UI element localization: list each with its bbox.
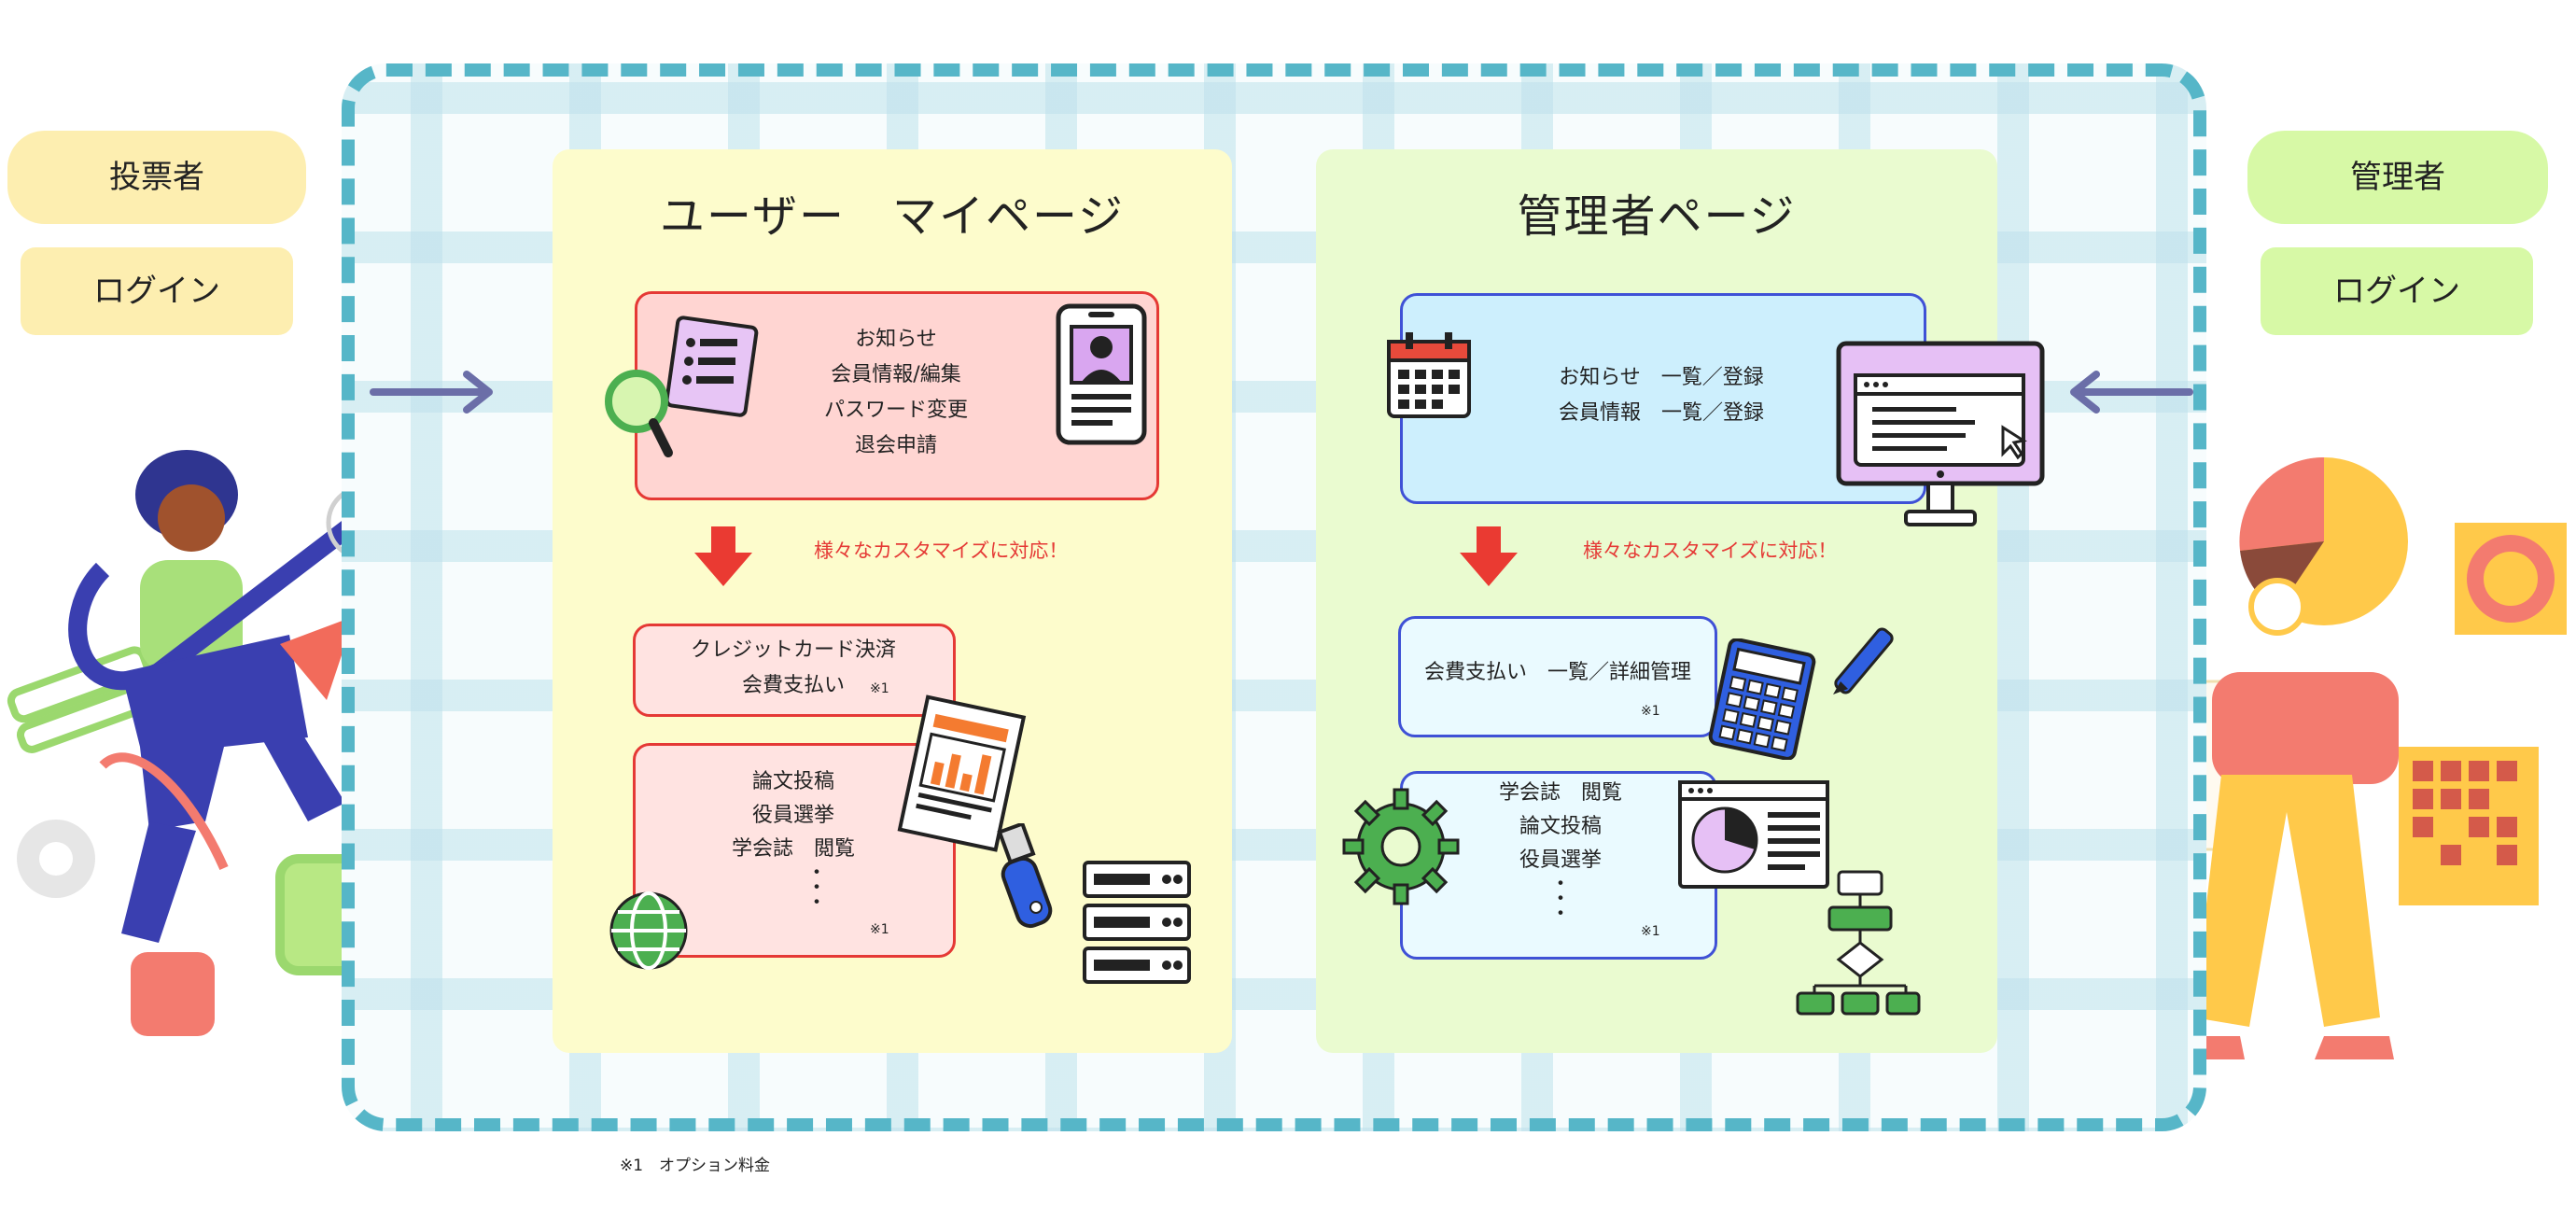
admin-label: 管理者 — [2247, 131, 2548, 224]
pie-dashboard-icon — [1678, 780, 1829, 889]
voter-arrow — [370, 371, 493, 414]
globe-icon — [609, 891, 688, 970]
user-feature-news: お知らせ — [855, 328, 937, 351]
report-chart-icon — [897, 694, 1027, 852]
calculator-icon — [1708, 638, 1816, 760]
footnote-option-fee: ※1 オプション料金 — [620, 1157, 771, 1175]
admin-payment-option-note: ※1 — [1641, 704, 1660, 719]
user-options-box — [633, 743, 956, 958]
admin-feature-officer-election: 役員選挙 — [1519, 848, 1602, 872]
admin-customize-note: 様々なカスタマイズに対応！ — [1583, 540, 1838, 562]
id-card-icon — [1056, 303, 1147, 445]
pen-icon — [1833, 627, 1894, 694]
admin-feature-news: お知らせ 一覧／登録 — [1559, 366, 1764, 389]
admin-options-list: 学会誌 閲覧 論文投稿 役員選挙 ・ ・ ・ — [1467, 777, 1654, 926]
user-payment-box — [633, 624, 956, 717]
admin-arrow — [2070, 371, 2193, 414]
user-feature-more-dot-2: ・ — [805, 876, 827, 900]
user-feature-paper-submission: 論文投稿 — [751, 770, 834, 793]
user-basic-features-list: お知らせ 会員情報/編集 パスワード変更 退会申請 — [784, 322, 1008, 464]
admin-page-title: 管理者ページ — [1517, 190, 1797, 243]
user-payment-list: クレジットカード決済 会費支払い — [653, 633, 933, 704]
admin-feature-more-dot-2: ・ — [1549, 888, 1571, 911]
server-icon — [1083, 861, 1191, 984]
user-feature-fee-payment: 会費支払い — [741, 674, 845, 697]
admin-feature-member-info: 会員情報 一覧／登録 — [1558, 401, 1764, 425]
user-feature-withdraw: 退会申請 — [854, 434, 937, 457]
monitor-icon — [1836, 341, 2045, 526]
admin-feature-fee-payment: 会費支払い 一覧／詳細管理 — [1423, 661, 1691, 684]
user-feature-credit-card: クレジットカード決済 — [690, 638, 896, 662]
user-feature-more-dot-3: ・ — [805, 891, 827, 915]
admin-payment-list: 会費支払い 一覧／詳細管理 — [1406, 655, 1710, 691]
admin-feature-more-dot-3: ・ — [1549, 903, 1571, 926]
user-options-option-note: ※1 — [870, 922, 889, 937]
admin-feature-paper-submission: 論文投稿 — [1519, 815, 1602, 838]
user-feature-officer-election: 役員選挙 — [751, 804, 834, 827]
admin-down-arrow — [1460, 526, 1518, 586]
gear-icon — [1342, 788, 1460, 905]
usb-drive-icon — [997, 823, 1053, 929]
admin-options-option-note: ※1 — [1641, 924, 1660, 939]
admin-feature-journal-view: 学会誌 閲覧 — [1498, 781, 1622, 805]
voter-label: 投票者 — [7, 131, 306, 224]
user-feature-member-info: 会員情報/編集 — [831, 363, 961, 386]
user-payment-option-note: ※1 — [870, 681, 889, 696]
user-feature-journal-view: 学会誌 閲覧 — [731, 837, 855, 861]
user-feature-password: パスワード変更 — [823, 399, 968, 422]
admin-options-box — [1400, 771, 1717, 960]
checklist-search-icon — [605, 316, 759, 457]
calendar-icon — [1387, 332, 1471, 418]
user-feature-more-dot-1: ・ — [805, 862, 827, 885]
user-page-title: ユーザー マイページ — [659, 190, 1126, 243]
flowchart-icon — [1796, 870, 1921, 1016]
voter-login-button[interactable]: ログイン — [21, 247, 293, 335]
user-customize-note: 様々なカスタマイズに対応！ — [814, 540, 1069, 562]
admin-login-button[interactable]: ログイン — [2261, 247, 2533, 335]
admin-payment-box — [1398, 616, 1717, 737]
admin-feature-more-dot-1: ・ — [1549, 873, 1571, 896]
admin-basic-features-list: お知らせ 一覧／登録 会員情報 一覧／登録 — [1531, 360, 1792, 431]
user-options-list: 論文投稿 役員選挙 学会誌 閲覧 ・ ・ ・ — [681, 765, 905, 915]
user-down-arrow — [694, 526, 752, 586]
